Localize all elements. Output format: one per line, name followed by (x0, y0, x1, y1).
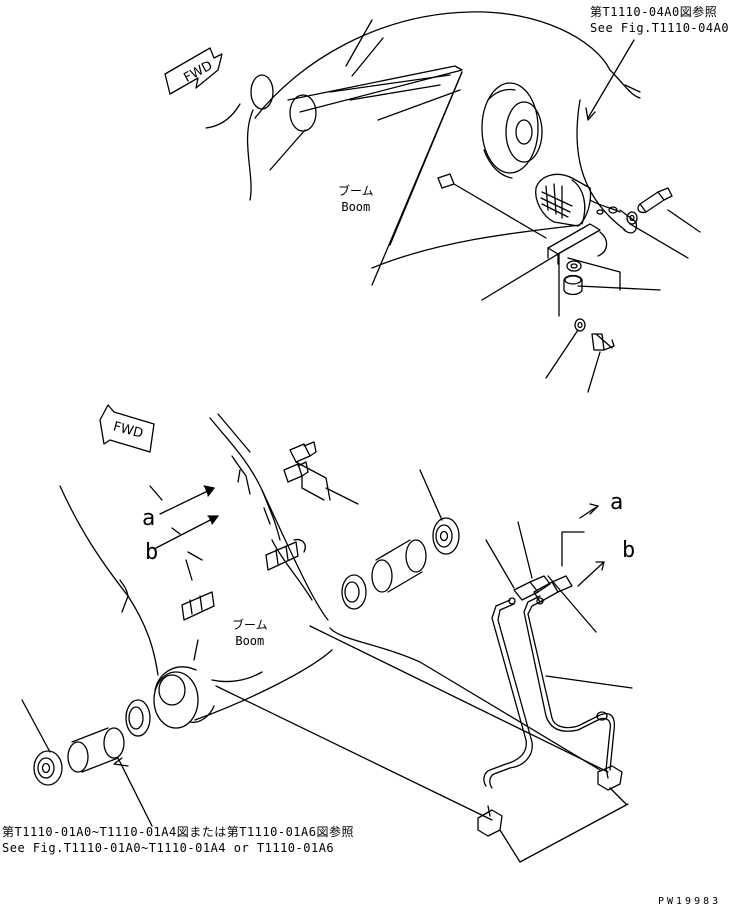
top-leader-lines (481, 39, 701, 393)
reference-bottom-jp: 第T1110-01A0~T1110-01A4図または第T1110-01A6図参照 (2, 825, 354, 839)
boom-bottom-en: Boom (235, 634, 265, 648)
fwd-label-bottom: FWD (111, 419, 144, 441)
reference-note-bottom: 第T1110-01A0~T1110-01A4図または第T1110-01A6図参照… (2, 824, 354, 856)
boom-top-en: Boom (341, 200, 371, 214)
reference-top-jp: 第T1110-04A0図参照 (590, 5, 718, 19)
top-boom-eye (481, 82, 543, 179)
reference-bottom-en: See Fig.T1110-01A0~T1110-01A4 or T1110-0… (2, 841, 335, 855)
boom-label-top: ブーム Boom (338, 183, 374, 215)
letter-b-left: b (145, 540, 159, 565)
pin-clamps (181, 455, 306, 661)
boom-bottom-jp: ブーム (232, 618, 268, 632)
reference-note-top: 第T1110-04A0図参照 See Fig.T1110-04A0 (590, 4, 729, 36)
top-hardware (437, 173, 673, 351)
lamp-bracket (547, 209, 638, 265)
boom-top-jp: ブーム (338, 184, 374, 198)
top-boom-outline (246, 11, 641, 286)
flow-arrows-a-b (149, 485, 219, 561)
grease-fittings (283, 441, 331, 501)
hydraulic-piping (477, 575, 623, 837)
letter-a-left: a (142, 506, 156, 531)
fwd-arrow-top-icon: FWD (164, 47, 223, 95)
boom-foot-boss (153, 666, 215, 729)
bottom-boom-outline (59, 417, 333, 721)
bottom-bushings (33, 517, 460, 786)
figure-id: PW19983 (658, 896, 722, 907)
fwd-label-top: FWD (181, 58, 215, 85)
work-lamp (535, 173, 621, 227)
bottom-leader-lines (21, 413, 633, 863)
boom-label-bottom: ブーム Boom (232, 617, 268, 649)
reference-top-en: See Fig.T1110-04A0 (590, 21, 730, 35)
letter-b-right: b (622, 538, 636, 563)
letter-a-right: a (610, 490, 624, 515)
fwd-arrow-bottom-icon: FWD (99, 404, 155, 453)
top-pin-boss (205, 74, 317, 171)
